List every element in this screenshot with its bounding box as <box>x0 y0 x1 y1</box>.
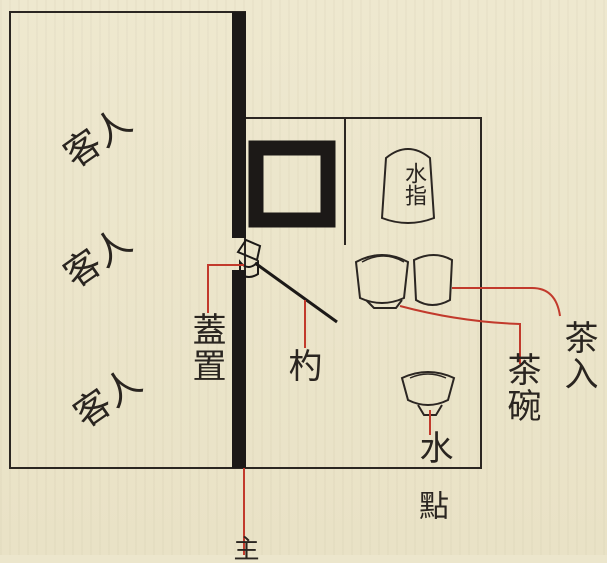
kensui-label: 水 <box>413 430 453 466</box>
hishaku-handle <box>254 261 338 324</box>
futaoki-shape <box>239 259 259 278</box>
hearth <box>248 140 336 228</box>
hishaku-label: 杓 <box>282 348 322 384</box>
bottom-edge-label: 主 <box>229 535 259 563</box>
wall-upper <box>232 12 246 238</box>
chaire-jar <box>412 254 454 306</box>
bottom-mark-label: 點 <box>413 490 448 522</box>
annotation-leaders <box>207 264 561 555</box>
chaire-label: 茶入 <box>558 320 598 392</box>
leader-chawan <box>399 305 521 364</box>
hishaku-cup <box>236 238 262 262</box>
leader-futaoki <box>207 264 244 313</box>
kensui-bowl <box>400 371 456 406</box>
leader-chaire <box>452 287 561 317</box>
mizusashi-vessel <box>380 148 436 224</box>
futaoki-label: 蓋置 <box>186 312 226 384</box>
chawan-bowl <box>354 254 410 304</box>
wall-lower <box>232 270 246 468</box>
host-area-outline <box>244 117 482 469</box>
mizusashi-label: 水指 <box>401 162 426 206</box>
chawan-label: 茶碗 <box>501 352 541 424</box>
